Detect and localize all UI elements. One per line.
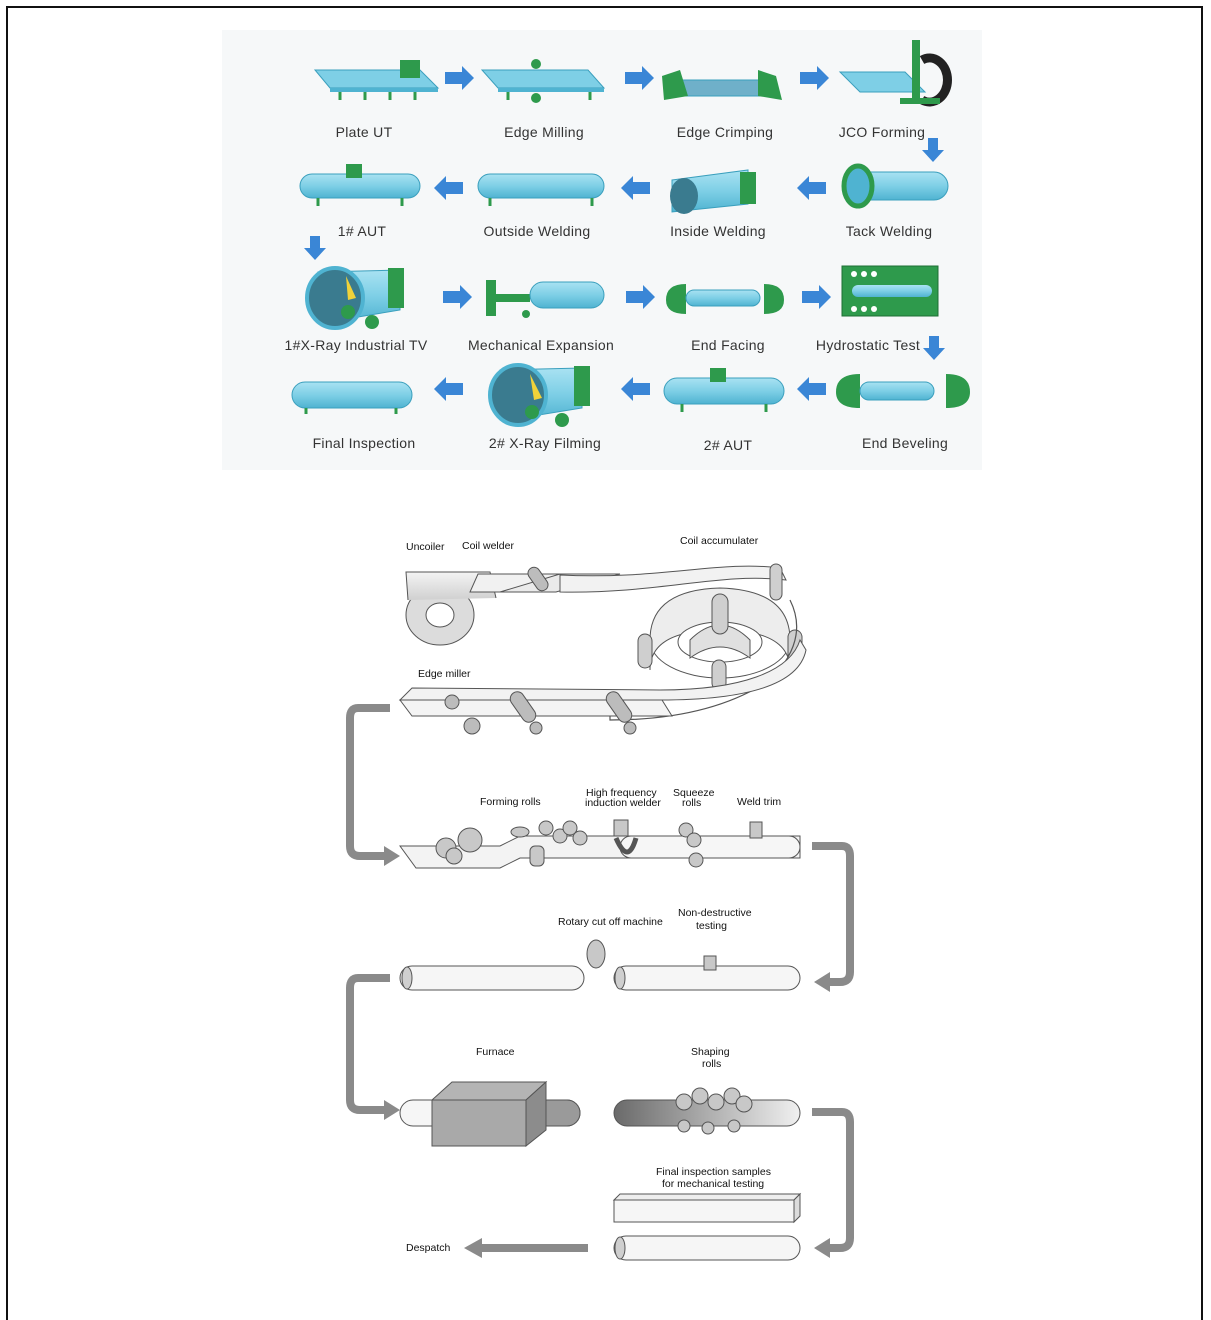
arrow-left-icon — [621, 377, 650, 401]
arrow-right-icon — [445, 66, 474, 90]
label-hf-welder-line1: High frequency — [586, 787, 657, 799]
bottom-panel — [320, 520, 920, 1300]
label-final-inspection: Final Inspection — [313, 435, 416, 451]
arrow-left-icon — [621, 176, 650, 200]
arrow-left-icon — [434, 176, 463, 200]
furnace-illustration — [399, 1080, 581, 1148]
label-inside-welding: Inside Welding — [670, 223, 766, 239]
label-xray-industrial-tv: 1#X-Ray Industrial TV — [285, 337, 428, 353]
arrow-head-icon — [384, 1100, 400, 1120]
aut-2-illustration — [663, 368, 785, 412]
pipe-ndt-illustration — [613, 955, 801, 991]
edge-crimping-illustration — [662, 70, 782, 100]
rotary-cutter — [586, 939, 606, 969]
arrow-left-icon — [434, 377, 463, 401]
final-inspection-illustration — [291, 381, 413, 414]
label-ndt-line2: testing — [696, 920, 727, 932]
label-shaping-line1: Shaping — [691, 1046, 730, 1058]
arrow-left-icon — [797, 176, 826, 200]
edge-miller-illustration — [444, 691, 637, 735]
end-facing-illustration — [666, 284, 784, 314]
arrow-down-icon — [923, 336, 945, 360]
label-ndt-line1: Non-destructive — [678, 907, 752, 919]
final-samples-illustration — [612, 1192, 802, 1261]
label-uncoiler: Uncoiler — [406, 541, 445, 553]
arrow-right-icon — [800, 66, 829, 90]
label-edge-miller: Edge miller — [418, 668, 471, 680]
arrow-right-icon — [802, 285, 831, 309]
flow-arrow — [812, 842, 854, 986]
arrow-head-icon — [384, 846, 400, 866]
outside-welding-illustration — [477, 173, 605, 206]
label-edge-milling: Edge Milling — [504, 124, 584, 140]
label-coil-welder: Coil welder — [462, 540, 514, 552]
label-edge-crimping: Edge Crimping — [677, 124, 774, 140]
label-aut-1: 1# AUT — [338, 223, 387, 239]
label-outside-welding: Outside Welding — [484, 223, 591, 239]
flow-arrow — [346, 974, 390, 1114]
label-xray-filming: 2# X-Ray Filming — [489, 435, 601, 451]
hydrostatic-test-illustration — [841, 265, 939, 317]
plate-ut-illustration — [313, 60, 440, 100]
uncoiler-illustration — [405, 571, 497, 646]
arrow-right-icon — [443, 285, 472, 309]
coil-welder-illustration — [527, 566, 549, 592]
xray-tv-illustration — [305, 266, 404, 330]
pipe-cut-illustration — [399, 939, 606, 991]
label-forming-rolls: Forming rolls — [480, 796, 541, 808]
edge-milling-illustration — [480, 59, 606, 103]
strip-segment — [398, 638, 807, 701]
arrow-down-icon — [922, 138, 944, 162]
flow-arrow — [346, 704, 390, 860]
label-plate-ut: Plate UT — [336, 124, 393, 140]
arrow-head-icon — [814, 1238, 830, 1258]
arrow-down-icon — [304, 236, 326, 260]
inside-welding-illustration — [670, 169, 756, 214]
label-mechanical-expansion: Mechanical Expansion — [468, 337, 614, 353]
aut-1-illustration — [299, 164, 421, 206]
label-final-line2: for mechanical testing — [662, 1178, 764, 1190]
flow-arrow — [812, 1108, 854, 1252]
label-tack-welding: Tack Welding — [846, 223, 933, 239]
label-end-beveling: End Beveling — [862, 435, 948, 451]
arrow-left-icon — [797, 377, 826, 401]
arrow-head-icon — [464, 1238, 482, 1258]
coil-accumulator-illustration — [609, 563, 803, 721]
arrow-right-icon — [626, 285, 655, 309]
hf-welder-illustration — [613, 819, 639, 855]
label-rotary-cut: Rotary cut off machine — [558, 916, 663, 928]
label-final-line1: Final inspection samples — [656, 1166, 771, 1178]
end-beveling-illustration — [836, 374, 970, 408]
label-end-facing: End Facing — [691, 337, 765, 353]
outer-frame — [6, 6, 1203, 1320]
label-aut-2: 2# AUT — [704, 437, 753, 453]
jco-forming-illustration — [838, 40, 952, 107]
squeeze-rolls-illustration — [678, 822, 704, 868]
mechanical-expansion-illustration — [486, 280, 605, 318]
label-despatch: Despatch — [406, 1242, 451, 1254]
edge-miller-strip — [399, 699, 673, 717]
label-squeeze-line2: rolls — [682, 797, 701, 809]
label-hf-welder-line2: induction welder — [585, 797, 661, 809]
tack-welding-illustration — [841, 163, 949, 209]
label-furnace: Furnace — [476, 1046, 515, 1058]
label-jco-forming: JCO Forming — [839, 124, 926, 140]
label-shaping-line2: rolls — [702, 1058, 721, 1070]
label-weld-trim: Weld trim — [737, 796, 781, 808]
label-coil-accumulater: Coil accumulater — [680, 535, 759, 547]
arrow-right-icon — [625, 66, 654, 90]
label-squeeze-line1: Squeeze — [673, 787, 715, 799]
xray-filming-illustration — [488, 363, 590, 427]
label-hydrostatic-test: Hydrostatic Test — [816, 337, 920, 353]
arrow-head-icon — [814, 972, 830, 992]
shaping-rolls-illustration — [613, 1087, 801, 1135]
weld-trim-illustration — [749, 821, 763, 839]
strip-segment — [559, 565, 787, 593]
